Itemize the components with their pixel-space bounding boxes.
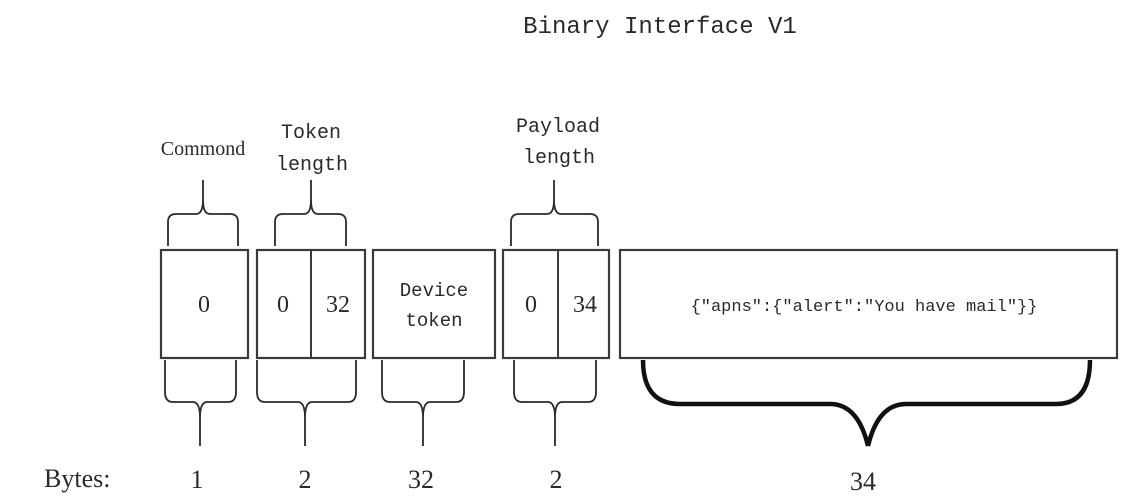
payload-length-box [501,248,611,360]
device-token-label-line1: Device [400,280,468,302]
command-top-brace [167,180,239,246]
device-token-bottom-brace [381,360,465,446]
token-length-bottom-brace [256,360,357,446]
bytes-row-label: Bytes: [44,464,110,493]
field-payload: {"apns":{"alert":"You have mail"}} 34 [618,248,1119,496]
device-token-bytes: 32 [408,465,434,494]
command-bottom-brace [164,360,237,446]
field-command: Commond 0 1 [159,138,250,494]
field-payload-length: Payload length 0 34 2 [501,116,611,494]
command-box [159,248,250,360]
token-length-top-label-line1: Token [281,122,341,145]
diagram-title: Binary Interface V1 [523,14,797,41]
device-token-label-line2: token [405,310,462,332]
payload-length-top-label-line1: Payload [516,116,600,139]
payload-box [618,248,1119,360]
token-length-top-brace [274,180,347,246]
payload-length-top-brace [510,180,599,246]
payload-json: {"apns":{"alert":"You have mail"}} [691,298,1038,317]
command-value: 0 [198,292,210,318]
payload-bytes: 34 [850,467,876,496]
payload-length-bottom-brace [513,360,597,446]
payload-length-top-label-line2: length [523,147,595,170]
payload-length-bytes: 2 [550,465,563,494]
command-top-label: Commond [161,138,245,160]
field-device-token: Device token 32 [371,248,497,494]
device-token-box [371,248,497,360]
payload-length-byte-0: 0 [525,292,537,318]
command-bytes: 1 [191,465,204,494]
field-token-length: Token length 0 32 2 [255,122,367,494]
token-length-byte-0: 0 [277,292,289,318]
payload-bottom-brace [640,359,1093,447]
payload-length-byte-1: 34 [573,292,597,318]
token-length-byte-1: 32 [326,292,350,318]
token-length-bytes: 2 [299,465,312,494]
token-length-top-label-line2: length [276,154,348,177]
